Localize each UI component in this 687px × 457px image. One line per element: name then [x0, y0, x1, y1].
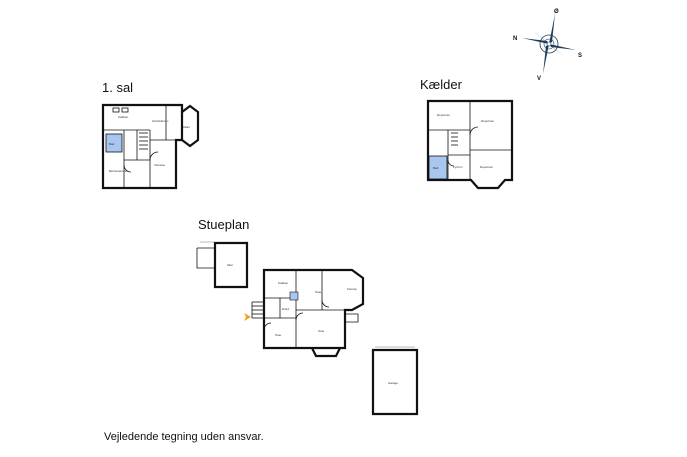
- svg-text:Bad: Bad: [109, 142, 115, 146]
- compass-letter-v: V: [537, 76, 541, 82]
- svg-text:Karnap: Karnap: [347, 287, 357, 291]
- floor-title-ground: Stueplan: [198, 217, 250, 232]
- svg-text:Altan: Altan: [183, 125, 190, 129]
- compass-letter-n: N: [513, 36, 517, 42]
- svg-text:Køkken: Køkken: [278, 281, 289, 285]
- plan-basement: Depotrum Depotrum Depotrum Fyrrum Bad: [426, 99, 514, 190]
- svg-text:Fyrrum: Fyrrum: [453, 165, 463, 169]
- floor-title-basement: Kælder: [420, 77, 462, 92]
- svg-text:Depotrum: Depotrum: [437, 113, 451, 117]
- svg-text:Bad: Bad: [433, 166, 439, 170]
- svg-text:Værelse: Værelse: [154, 163, 166, 167]
- svg-text:Køkken: Køkken: [118, 115, 129, 119]
- compass-rose: [522, 14, 576, 74]
- disclaimer-footnote: Vejledende tegning uden ansvar.: [104, 431, 264, 443]
- svg-text:Depotrum: Depotrum: [480, 165, 494, 169]
- svg-text:Børneværelse: Børneværelse: [109, 169, 128, 173]
- entrance-arrow-icon: [244, 313, 251, 321]
- svg-text:Opholdsrum: Opholdsrum: [152, 119, 169, 123]
- svg-text:Stue: Stue: [315, 290, 322, 294]
- svg-text:Entré: Entré: [282, 307, 290, 311]
- plan-first-floor: Køkken Opholdsrum Børneværelse Værelse B…: [101, 103, 200, 190]
- svg-text:Garage: Garage: [388, 381, 398, 385]
- compass-letter-o: Ø: [554, 9, 559, 15]
- plan-ground-floor: Skur Køkken Stue Karnap: [196, 241, 419, 416]
- svg-text:Stue: Stue: [318, 329, 325, 333]
- svg-text:Stue: Stue: [275, 333, 282, 337]
- svg-text:Skur: Skur: [227, 263, 233, 267]
- compass-letter-s: S: [578, 53, 582, 59]
- floor-title-first: 1. sal: [102, 80, 134, 95]
- svg-text:Depotrum: Depotrum: [481, 119, 495, 123]
